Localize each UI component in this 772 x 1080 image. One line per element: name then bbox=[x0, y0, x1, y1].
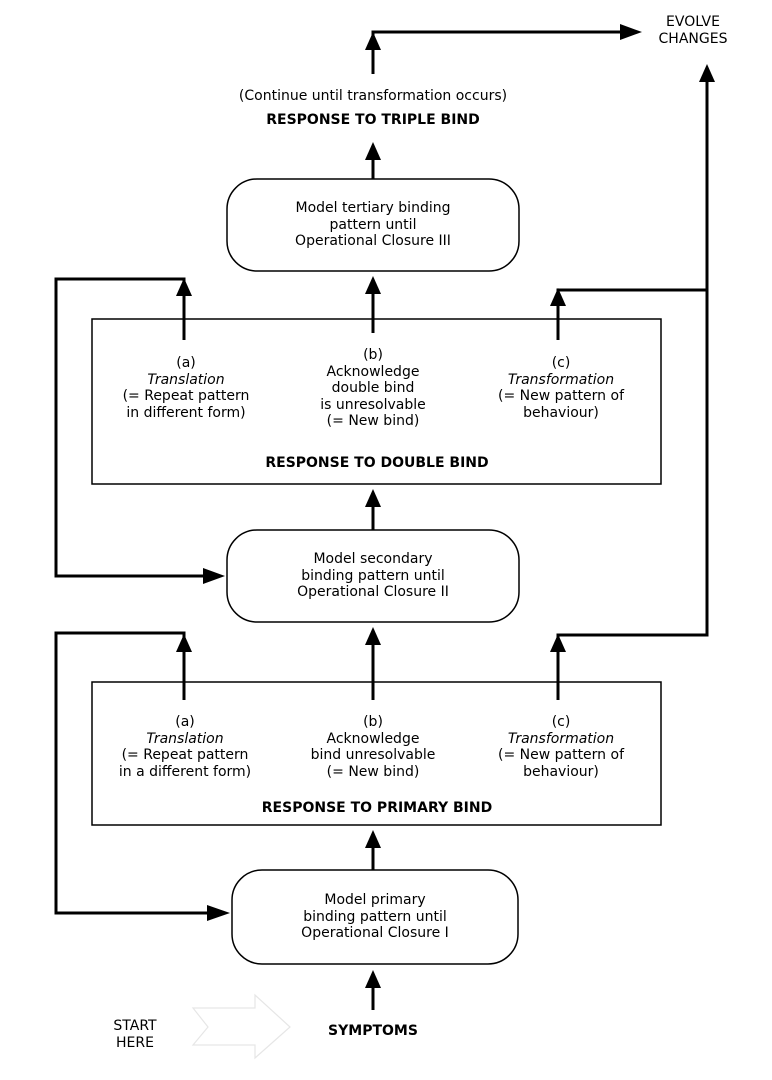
arrowhead bbox=[176, 634, 192, 652]
double-option-b: (b) Acknowledge double bind is unresolva… bbox=[320, 347, 426, 429]
arrowhead bbox=[550, 634, 566, 652]
start-arrow-outline bbox=[191, 993, 291, 1060]
double-option-c: (c) Transformation (= New pattern of beh… bbox=[497, 355, 624, 421]
primary-box-text: Model primary binding pattern until Oper… bbox=[301, 892, 449, 941]
arrowhead bbox=[365, 276, 381, 294]
double-option-a: (a) Translation (= Repeat pattern in dif… bbox=[122, 355, 250, 421]
response-triple-title: RESPONSE TO TRIPLE BIND bbox=[266, 112, 480, 128]
primary-box bbox=[231, 869, 519, 965]
primary-option-b: (b) Acknowledge bind unresolvable (= New… bbox=[310, 714, 436, 780]
path-primary-transformation bbox=[556, 82, 709, 700]
arrowhead bbox=[365, 489, 381, 507]
primary-option-a: (a) Translation (= Repeat pattern in a d… bbox=[118, 714, 252, 780]
arrowhead bbox=[203, 568, 225, 584]
arrowhead bbox=[365, 970, 381, 988]
double-bind-box bbox=[91, 318, 662, 485]
loop-primary-translation bbox=[54, 631, 214, 915]
arrowhead bbox=[176, 278, 192, 296]
loop-double-translation bbox=[54, 277, 209, 578]
arrowhead bbox=[365, 142, 381, 160]
arrowhead bbox=[550, 288, 566, 306]
arrowhead bbox=[365, 627, 381, 645]
primary-bind-box bbox=[91, 681, 662, 826]
response-double-title: RESPONSE TO DOUBLE BIND bbox=[265, 455, 489, 471]
tertiary-box-text: Model tertiary binding pattern until Ope… bbox=[295, 200, 451, 249]
response-primary-title: RESPONSE TO PRIMARY BIND bbox=[261, 800, 493, 816]
arrowhead bbox=[207, 905, 230, 921]
continue-note: (Continue until transformation occurs) bbox=[238, 88, 508, 104]
arrowhead bbox=[365, 830, 381, 848]
arrowhead bbox=[365, 32, 381, 50]
arrowhead bbox=[699, 64, 715, 82]
evolve-changes-label: EVOLVE CHANGES bbox=[658, 14, 728, 47]
arrowhead bbox=[620, 24, 642, 40]
start-here-label: START HERE bbox=[113, 1018, 157, 1051]
path-double-transformation bbox=[556, 288, 707, 340]
path-to-evolve bbox=[371, 30, 625, 50]
primary-option-c: (c) Transformation (= New pattern of beh… bbox=[497, 714, 624, 780]
secondary-box-text: Model secondary binding pattern until Op… bbox=[297, 551, 449, 600]
symptoms-label: SYMPTOMS bbox=[328, 1023, 418, 1039]
